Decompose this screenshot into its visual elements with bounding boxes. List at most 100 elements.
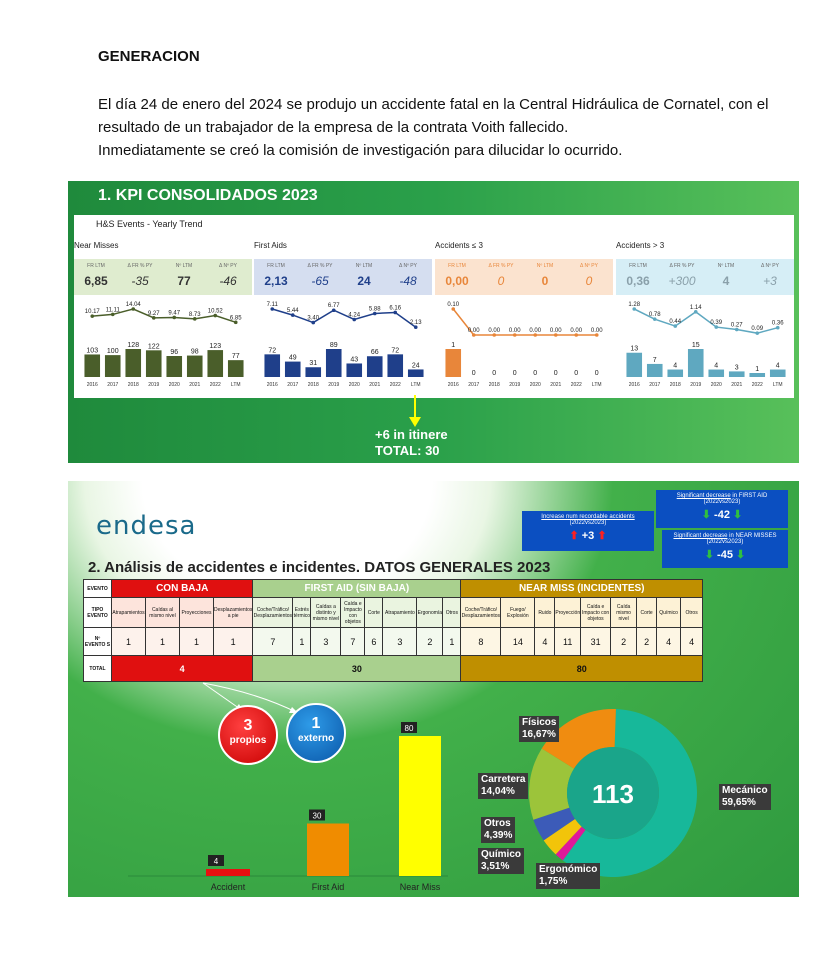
trend-year-label: 2020 [349,382,360,388]
event-count-cell: 3 [382,627,418,656]
first-aid-box-sub: (2022vs2023) [703,499,741,505]
trend-rate-label: 8.73 [189,312,201,318]
kpi-value: +300 [668,274,696,288]
event-group-header: CON BAJA [110,579,254,598]
trend-bar-label: 103 [86,347,98,354]
increase-box-title: Increase num recordable accidents [541,514,635,520]
trend-rate-point [311,320,316,325]
kpi-slide-title: 1. KPI CONSOLIDADOS 2023 [98,187,318,204]
trend-bar [769,369,786,377]
trend-rate-label: 0.00 [550,328,562,334]
trend-rate-label: 3.40 [307,316,319,322]
kpi-block-title: Near Misses [74,241,119,250]
event-type-cell: Atrapamientos [111,597,146,628]
row-label: TOTAL [83,655,112,682]
arrow-down-icon: ⬇ [704,549,714,561]
trend-rate-point [574,333,579,337]
trend-rate-point [90,314,95,318]
trend-rate-label: 0.36 [772,321,784,327]
trend-rate-point [755,331,760,335]
trend-rate-label: 7.11 [267,302,279,308]
kpi-value: 0,36 [626,274,650,288]
trend-bar [346,363,363,377]
event-count-cell: 2 [610,627,638,656]
trend-rate-label: 6.16 [389,305,401,311]
increase-box: Increase num recordable accidents (2022v… [522,511,654,551]
trend-bar-label: 0 [472,370,476,377]
trend-bar [626,352,643,377]
trend-bar [728,371,745,377]
kpi-label: Nº LTM [355,263,373,269]
trend-rate-line [92,308,236,324]
kpi-trend-chart: 1032016100201712820181222019962020982021… [84,302,244,388]
trend-rate-label: 10.52 [208,309,224,315]
trend-rate-label: 0.00 [509,328,521,334]
kpi-label: FR LTM [87,263,105,269]
trend-bar [284,361,301,377]
donut-center-total: 113 [592,779,634,809]
trend-year-label: 2019 [690,382,701,388]
itinere-total: TOTAL: 30 [375,443,440,458]
trend-bar [646,363,663,377]
external-accidents-circle: 1 externo [286,703,346,763]
event-count-cell: 4 [534,627,556,656]
trend-year-label: LTM [231,382,241,388]
arrow-up-icon: ⬆ [569,530,579,542]
trend-year-label: 2020 [530,382,541,388]
event-type-cell: Ergonomía [416,597,444,628]
kpi-block-title: Accidents ≤ 3 [435,241,483,250]
trend-year-label: 2022 [571,382,582,388]
trend-bar-label: 0 [595,370,599,377]
event-type-cell: Caída mismo nivel [610,597,638,628]
endesa-logo: endesa [96,511,197,541]
trend-bar-label: 72 [391,347,399,354]
row-label: EVENTO [83,579,112,598]
trend-bar-label: 24 [412,362,420,369]
circle-label: propios [229,735,267,746]
kpi-cell: Δ Nº PY-48 [386,259,430,295]
event-count-cell: 7 [252,627,294,656]
trend-bar [166,356,183,377]
trend-rate-label: 9.47 [168,310,180,316]
trend-rate-point [652,317,657,321]
trend-rate-point [413,325,418,330]
trend-year-label: LTM [592,382,602,388]
kpi-value: 24 [357,274,371,288]
trend-rate-label: 1.28 [628,302,640,308]
first-aid-decrease-box: Significant decrease in FIRST AID (2022v… [656,490,788,528]
trend-rate-point [270,307,275,311]
trend-bar-label: 43 [350,356,358,363]
document-paragraph: El día 24 de enero del 2024 se produjo u… [98,93,798,162]
arrow-down-icon [409,395,421,427]
kpi-value: +3 [763,274,777,288]
trend-rate-point [553,333,558,337]
donut-slice [543,818,582,855]
donut-slice [541,709,616,769]
donut-slice-name: Químico [481,849,522,860]
document-heading: GENERACION [98,48,200,65]
trend-bar-label: 7 [653,357,657,364]
trend-rate-point [233,320,238,325]
kpi-value: -48 [399,274,417,288]
bar [307,823,349,876]
trend-bar-label: 122 [148,343,160,350]
event-type-cell: Corte [636,597,658,628]
trend-bar-label: 0 [574,370,578,377]
near-miss-box-title-u: Significant decrease [673,533,728,539]
trend-rate-label: 6.77 [328,303,340,309]
donut-slice-pct: 59,65% [722,797,756,808]
trend-bar-label: 66 [371,349,379,356]
event-count-cell: 2 [416,627,444,656]
trend-bar [227,360,244,377]
trend-rate-label: 0.09 [751,326,763,332]
kpi-label: Δ Nº PY [580,263,598,269]
trend-rate-point [492,333,497,337]
